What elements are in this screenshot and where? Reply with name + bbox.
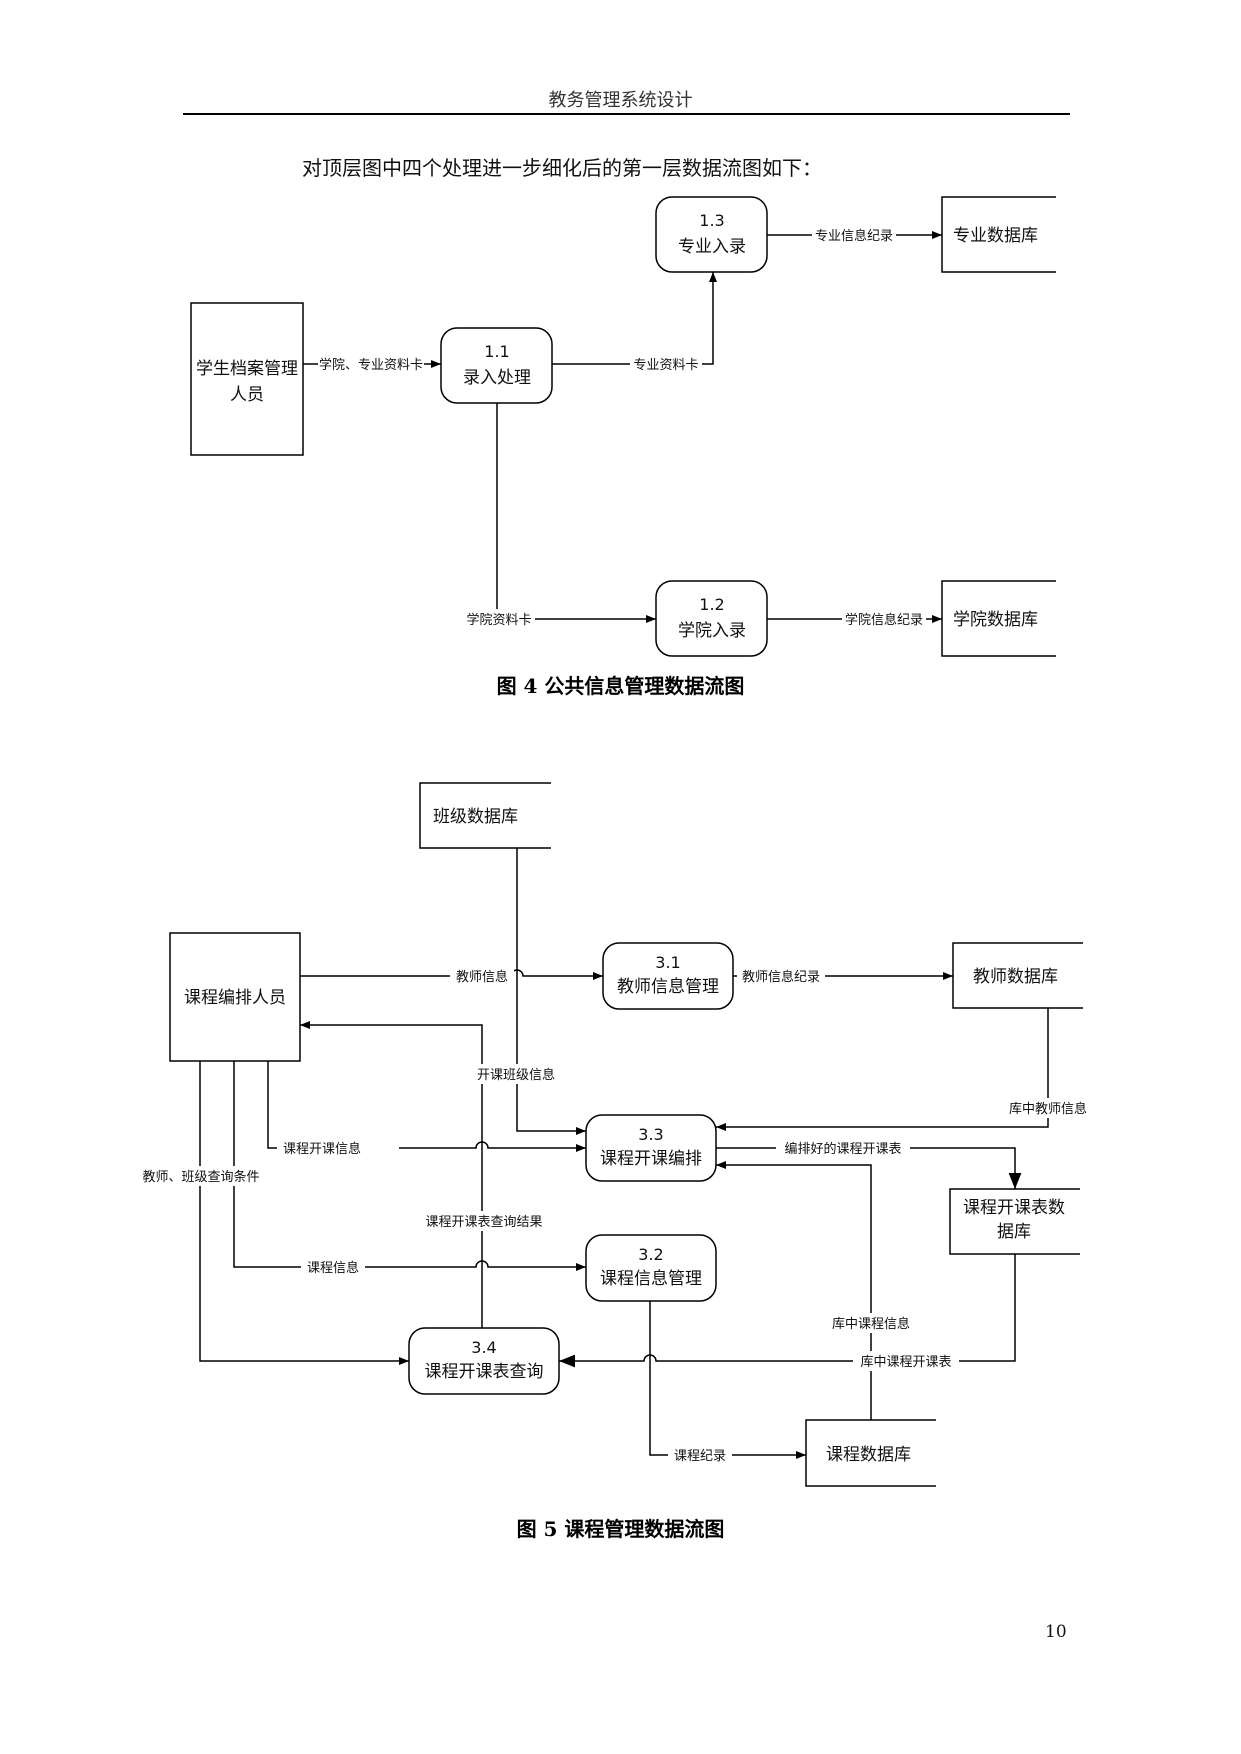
flow-label-store-schedule: 库中课程开课表 (860, 1354, 951, 1370)
process-1-2-name: 学院入录 (678, 621, 746, 641)
store-teacher-db-label: 教师数据库 (973, 967, 1058, 987)
flow-course-open-info (267, 1061, 586, 1152)
figure-5-caption: 图 5 课程管理数据流图 (516, 1517, 725, 1541)
process-3-4-name: 课程开课表查询 (425, 1362, 544, 1382)
flow-label-course-info: 课程信息 (307, 1260, 359, 1276)
entity-label-line2: 人员 (230, 385, 264, 405)
flow-label-query-conditions: 教师、班级查询条件 (142, 1169, 259, 1185)
entity-course-scheduler (169, 932, 301, 1062)
flow-label-arranged-schedule: 编排好的课程开课表 (784, 1141, 901, 1157)
intro-paragraph: 对顶层图中四个处理进一步细化后的第一层数据流图如下： (302, 156, 822, 180)
process-1-2 (655, 580, 768, 657)
process-1-3-name: 专业入录 (678, 237, 746, 257)
flow-label-college-record: 学院信息纪录 (845, 612, 923, 628)
process-1-3 (655, 196, 768, 273)
flow-label-store-teacher-info: 库中教师信息 (1009, 1101, 1087, 1117)
flow-label-course-record: 课程纪录 (674, 1449, 726, 1464)
store-college-db-label: 学院数据库 (953, 610, 1038, 630)
flow-store-course-info (716, 1161, 872, 1420)
process-3-2-number: 3.2 (638, 1245, 663, 1264)
page-header: 教务管理系统设计 (548, 90, 693, 111)
process-3-2-name: 课程信息管理 (600, 1269, 702, 1289)
entity-course-scheduler-label: 课程编排人员 (184, 988, 286, 1008)
page-number: 10 (1045, 1622, 1067, 1642)
process-1-1-number: 1.1 (484, 342, 509, 361)
entity-student-records-staff (190, 302, 304, 456)
flow-label-query-result: 课程开课表查询结果 (425, 1215, 542, 1230)
flow-open-class-info (516, 848, 586, 1135)
process-3-1-number: 3.1 (655, 953, 680, 972)
store-schedule-db-label-line1: 课程开课表数 (963, 1198, 1065, 1218)
flow-1-1-to-1-3 (552, 272, 717, 365)
process-1-1 (440, 327, 553, 404)
flow-store-teacher-info (716, 1008, 1049, 1131)
flow-label-college-card: 学院资料卡 (466, 612, 531, 628)
flow-course-info (233, 1061, 586, 1271)
flow-store-schedule (559, 1254, 1016, 1368)
figure-5-dataflow (169, 782, 1083, 1487)
flow-label-course-open-info: 课程开课信息 (283, 1141, 361, 1157)
entity-label-line1: 学生档案管理 (196, 359, 298, 379)
flow-label-teacher-info: 教师信息 (456, 969, 508, 985)
flow-label-major-card: 专业资料卡 (633, 358, 698, 373)
process-1-1-name: 录入处理 (463, 368, 531, 388)
process-1-3-number: 1.3 (699, 211, 724, 230)
process-3-3-name: 课程开课编排 (600, 1149, 702, 1169)
flow-label-open-class-info: 开课班级信息 (477, 1067, 555, 1083)
flow-label-major-record: 专业信息纪录 (815, 228, 893, 244)
store-major-db-label: 专业数据库 (953, 226, 1038, 246)
process-3-2 (585, 1234, 717, 1302)
figure-4-dataflow (190, 196, 1056, 657)
process-3-1-name: 教师信息管理 (617, 977, 719, 997)
store-schedule-db-label-line2: 据库 (997, 1222, 1031, 1242)
flow-1-1-to-1-2 (496, 403, 656, 623)
flow-label-college-major-card: 学院、专业资料卡 (319, 357, 423, 373)
flow-course-record (649, 1301, 806, 1459)
flow-query-conditions (199, 1061, 409, 1365)
flow-query-result (300, 1021, 483, 1328)
process-3-4-number: 3.4 (471, 1338, 496, 1357)
process-1-2-number: 1.2 (699, 595, 724, 614)
store-class-db (419, 782, 551, 849)
process-3-3-number: 3.3 (638, 1125, 663, 1144)
figure-4-caption: 图 4 公共信息管理数据流图 (496, 674, 745, 698)
store-course-db-label: 课程数据库 (826, 1445, 911, 1465)
header-rule (183, 113, 1070, 115)
flow-label-teacher-record: 教师信息纪录 (742, 969, 820, 985)
flow-label-store-course-info: 库中课程信息 (832, 1316, 910, 1332)
store-class-db-label: 班级数据库 (433, 807, 518, 827)
